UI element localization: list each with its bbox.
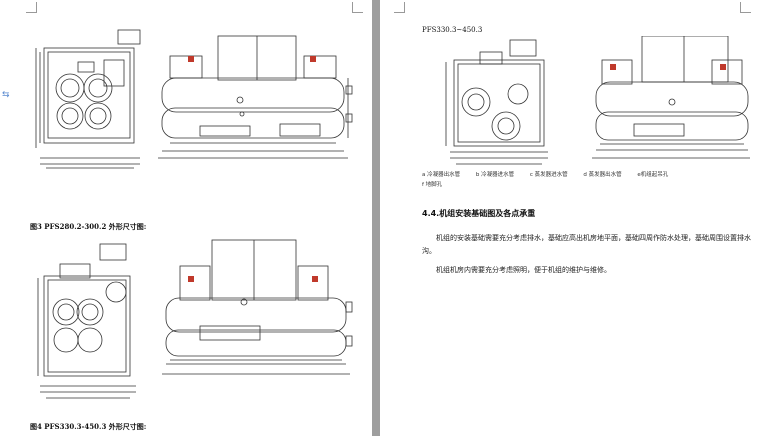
crop-mark-top-left	[394, 2, 405, 13]
right-page: PFS330.3~450.3	[380, 0, 760, 436]
legend-item-c: c 蒸发器进水管	[529, 172, 568, 178]
paragraph-foundation: 机组的安装基础需要充分考虑排水，基础应高出机房地平面，基础四周作防水处理，基础周…	[422, 234, 751, 255]
figure4-drawing	[37, 239, 353, 399]
legend-item-a: a 冷凝器出水管	[422, 172, 461, 178]
drag-handle-icon[interactable]: ⇆	[2, 90, 10, 100]
legend-item-e: e机组起吊孔	[637, 172, 669, 178]
legend-item-f: f 地脚孔	[422, 182, 443, 188]
pipe-legend: a 冷凝器出水管 b 冷凝器进水管 c 蒸发器进水管 d 蒸发器出水管 e机组起…	[422, 170, 682, 190]
section-title: 4.4.机组安装基础图及各点承重	[422, 209, 536, 218]
right-figure-drawing	[445, 36, 750, 165]
figure3-drawing	[35, 29, 353, 169]
crop-mark-top-left	[26, 2, 37, 13]
figure4-caption: 图4 PFS330.3-450.3 外形尺寸图:	[30, 422, 147, 431]
figure3-caption: 图3 PFS280.2-300.2 外形尺寸图:	[30, 222, 147, 231]
model-header: PFS330.3~450.3	[422, 26, 483, 34]
legend-item-b: b 冷凝器进水管	[475, 172, 515, 178]
legend-item-d: d 蒸发器出水管	[583, 172, 622, 178]
paragraph-lighting: 机组机房内需要充分考虑照明，便于机组的维护与维修。	[436, 266, 611, 274]
crop-mark-top-right	[352, 2, 363, 13]
page-divider	[372, 0, 380, 436]
crop-mark-top-right	[740, 2, 751, 13]
left-page: ⇆	[0, 0, 372, 436]
